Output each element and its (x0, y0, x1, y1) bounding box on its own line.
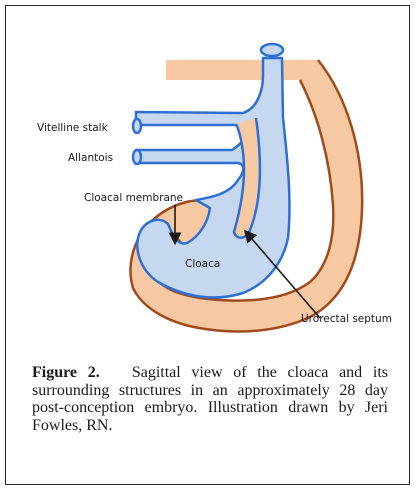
label-cloacal-membrane: Cloacal membrane (84, 192, 183, 204)
label-urorectal-septum: Urorectal septum (301, 313, 392, 325)
allantois-opening (133, 150, 141, 164)
vitelline-stalk-opening (133, 119, 141, 133)
figure-caption: Figure 2. Sagittal view of the cloaca an… (32, 364, 388, 434)
gut-tube-opening (261, 44, 283, 56)
label-allantois: Allantois (68, 152, 113, 164)
figure-number: Figure 2. (32, 364, 121, 381)
label-vitelline-stalk: Vitelline stalk (37, 122, 109, 134)
label-cloaca: Cloaca (185, 258, 220, 270)
